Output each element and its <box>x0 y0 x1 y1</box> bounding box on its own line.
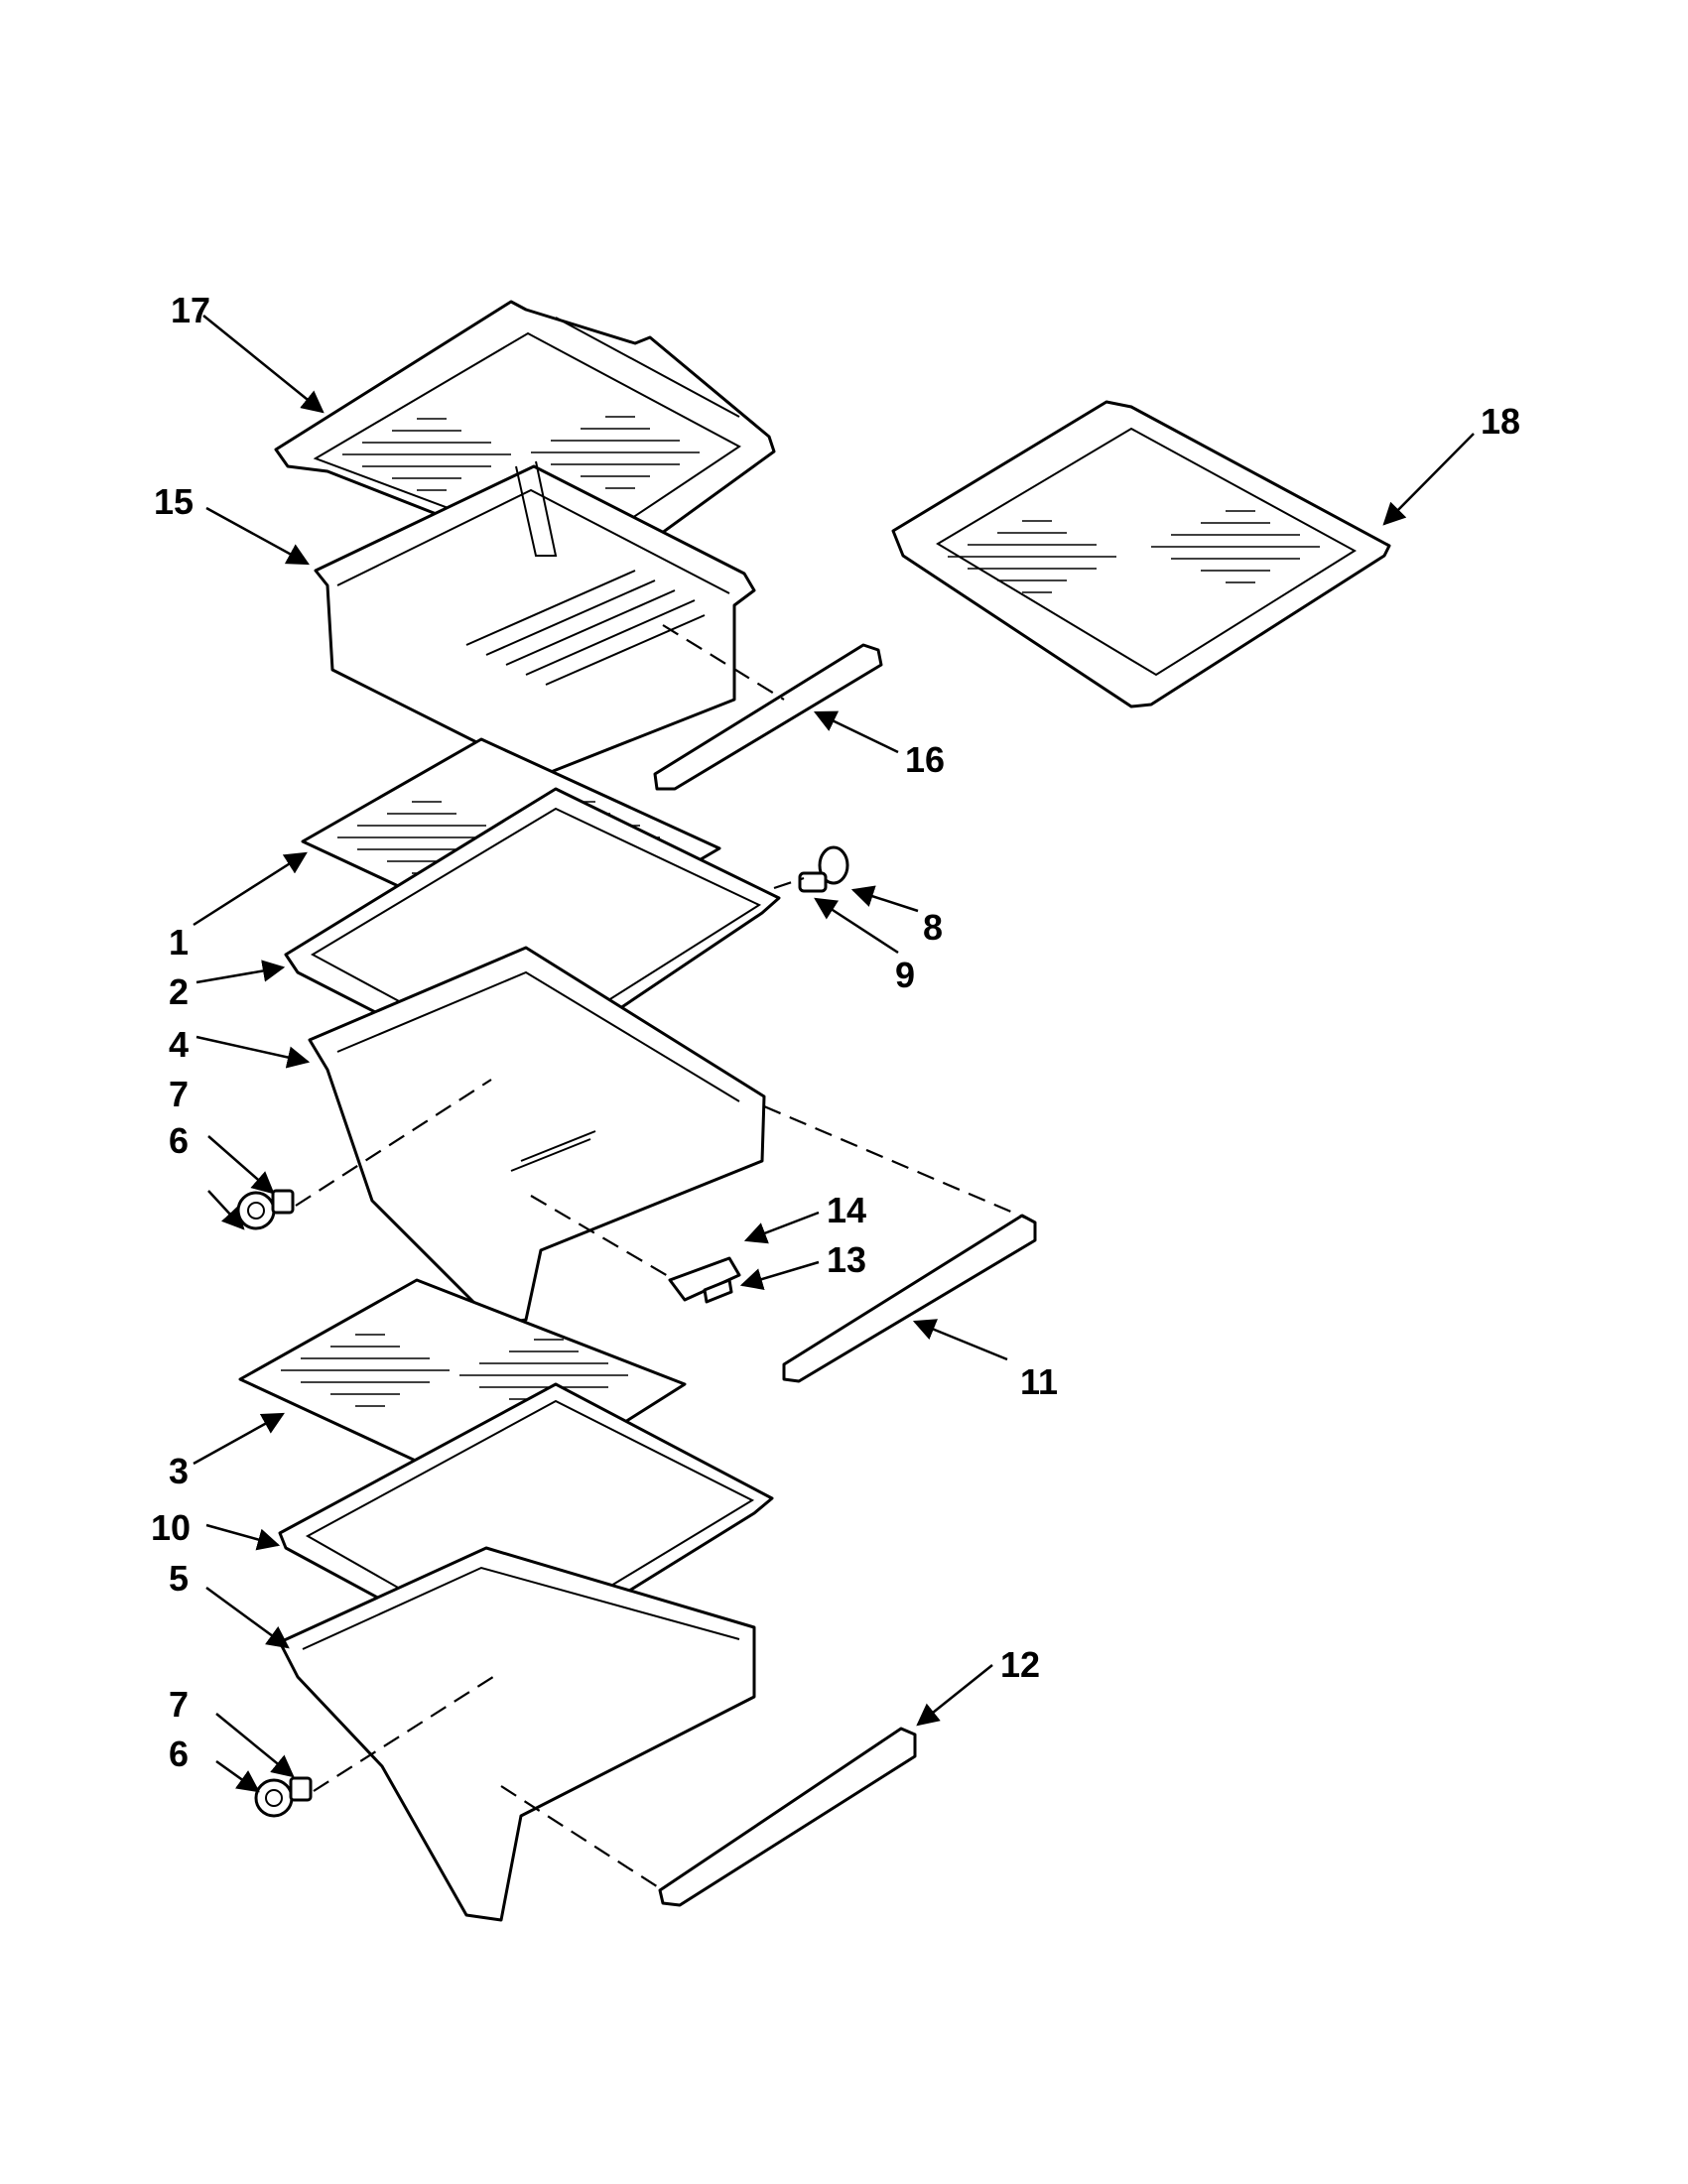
part-4-middle-crisper <box>308 946 766 1327</box>
part-16-trim <box>653 643 883 791</box>
part-5-lower-crisper <box>278 1546 756 1922</box>
callout-9: 9 <box>895 955 915 995</box>
callout-7: 7 <box>169 1074 189 1114</box>
callout-7-lower: 7 <box>169 1684 189 1725</box>
callout-labels: 17 18 15 16 1 8 9 2 4 7 6 14 13 11 3 10 … <box>151 290 1520 1774</box>
callout-8: 8 <box>923 907 943 948</box>
callout-2: 2 <box>169 971 189 1012</box>
callout-5: 5 <box>169 1558 189 1599</box>
callout-17: 17 <box>171 290 210 330</box>
callout-11: 11 <box>1020 1361 1058 1402</box>
callout-3: 3 <box>169 1451 189 1491</box>
part-15-upper-crisper <box>314 460 756 774</box>
part-12-trim <box>658 1727 917 1907</box>
leader-lines <box>193 315 1475 1793</box>
callout-18: 18 <box>1481 401 1520 442</box>
callout-13: 13 <box>827 1239 866 1280</box>
crisper-ribs <box>465 570 706 686</box>
part-6-7-roller-lower <box>254 1776 313 1818</box>
part-18-shelf <box>891 400 1391 708</box>
callout-16: 16 <box>905 739 945 780</box>
callout-12: 12 <box>1000 1644 1040 1685</box>
callout-1: 1 <box>169 922 189 963</box>
part-6-7-roller-upper <box>236 1189 295 1230</box>
callout-14: 14 <box>827 1190 866 1230</box>
part-8-9-hardware <box>798 845 849 893</box>
callout-10: 10 <box>151 1507 191 1548</box>
part-14-13-clips <box>668 1256 741 1304</box>
assembly-lines <box>295 624 1028 1891</box>
callout-4: 4 <box>169 1024 189 1065</box>
part-17-cover-frame <box>274 300 776 575</box>
callout-6-lower: 6 <box>169 1734 189 1774</box>
callout-15: 15 <box>154 481 194 522</box>
callout-6: 6 <box>169 1120 189 1161</box>
